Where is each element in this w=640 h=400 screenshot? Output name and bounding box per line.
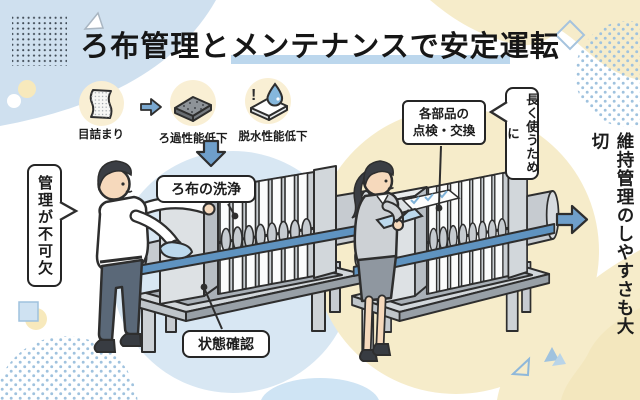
water-droplet-plate-icon: ! — [245, 78, 291, 124]
halftone-dots-top-left — [12, 14, 67, 66]
side-note-maintainability: 維持管理のしやすさも大切 — [590, 132, 635, 336]
label-parts-line1: 各部品の — [418, 106, 469, 121]
right-scene-illustration — [350, 160, 561, 362]
right-arrow-icon — [140, 98, 162, 116]
filter-cloth-icon — [79, 81, 124, 126]
step-label-clogging: 目詰まり — [78, 129, 124, 141]
right-arrow-large-icon — [555, 204, 589, 235]
halftone-dots-top-right — [575, 21, 640, 127]
triangle-decoration — [83, 11, 105, 30]
corner-blob-top-right — [430, 0, 640, 80]
step-label-dewatering-decline: 脱水性能低下 — [238, 131, 308, 143]
speech-bubble-management-essential: 管理が不可欠 — [27, 164, 62, 287]
square-decoration — [18, 301, 39, 322]
diamond-decoration — [554, 19, 586, 51]
worker-man — [93, 160, 216, 353]
title-highlight — [231, 55, 510, 64]
label-condition-check: 状態確認 — [182, 330, 270, 358]
label-parts-inspection: 各部品の 点検・交換 — [402, 100, 486, 145]
label-parts-line2: 点検・交換 — [412, 123, 476, 138]
label-cloth-washing: ろ布の洗浄 — [156, 175, 256, 203]
left-scene-illustration — [93, 160, 375, 354]
page-title: ろ布管理とメンテナンスで安定運転 — [80, 31, 560, 63]
down-arrow-icon — [195, 139, 227, 168]
alert-mark: ! — [251, 87, 256, 104]
pen — [395, 209, 410, 223]
cleaning-cloth — [158, 241, 194, 260]
clogged-plate-icon — [170, 80, 216, 126]
inspector-woman — [351, 160, 424, 362]
checklist-sheet — [401, 189, 461, 211]
bottom-center-blob — [261, 378, 379, 400]
speech-bubble-long-use: 長く使うために — [505, 87, 539, 180]
